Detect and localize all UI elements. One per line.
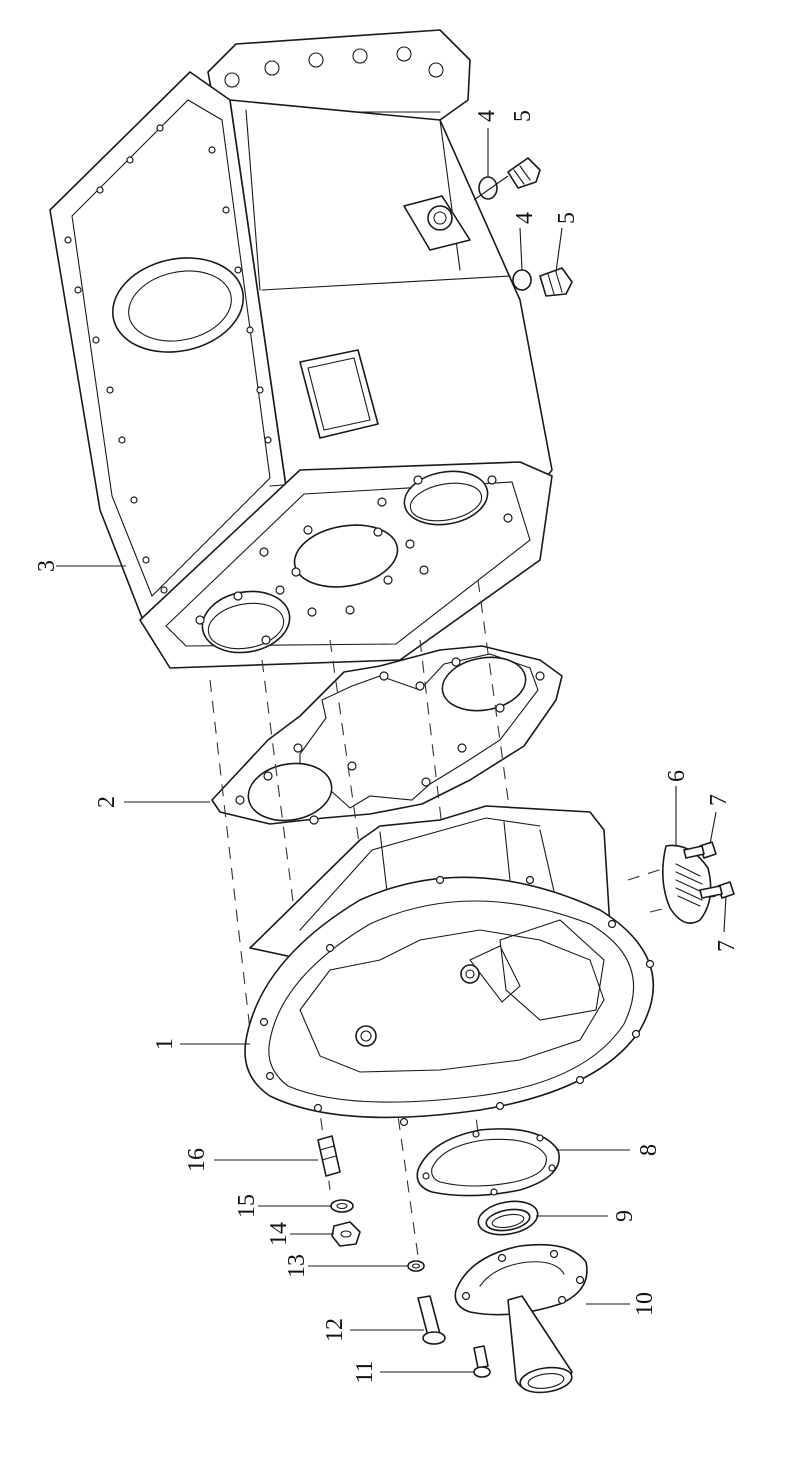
callout-5-lower: 5 [554, 212, 580, 224]
callout-10: 10 [632, 1292, 658, 1316]
o-ring-lower [512, 269, 532, 291]
plug-upper [507, 157, 541, 189]
callout-5-upper: 5 [510, 110, 536, 122]
callout-7-upper: 7 [706, 794, 732, 806]
leader-lines [56, 128, 727, 1373]
callout-6: 6 [664, 770, 690, 782]
main-housing [49, 29, 553, 669]
cover-bolt-lower [699, 881, 735, 899]
output-flange [454, 1243, 588, 1394]
washer-small [407, 1260, 425, 1272]
callout-2: 2 [94, 796, 120, 808]
callout-8: 8 [636, 1144, 662, 1156]
front-housing [244, 805, 655, 1127]
callout-7-lower: 7 [714, 940, 740, 952]
plug-lower [539, 267, 573, 297]
bolt-small [473, 1345, 491, 1378]
o-ring-upper [478, 176, 498, 200]
callout-1: 1 [152, 1038, 178, 1050]
callout-4-upper: 4 [474, 110, 500, 122]
stud-pin [317, 1135, 341, 1177]
callout-4-lower: 4 [512, 212, 538, 224]
callout-13: 13 [284, 1254, 310, 1278]
cover-gasket [416, 1128, 560, 1197]
bolt-long [417, 1295, 446, 1345]
cover-bolt-upper [683, 841, 717, 859]
callout-12: 12 [322, 1318, 348, 1342]
callout-3: 3 [34, 560, 60, 572]
callout-16: 16 [184, 1148, 210, 1172]
callout-labels: 3 2 1 4 5 4 5 6 7 7 8 9 10 11 12 13 14 1… [34, 110, 740, 1384]
gasket [211, 645, 563, 825]
callout-15: 15 [234, 1194, 260, 1218]
callout-11: 11 [352, 1360, 378, 1383]
lock-nut [331, 1221, 361, 1247]
washer [330, 1199, 354, 1213]
callout-14: 14 [266, 1222, 292, 1246]
oil-seal [477, 1200, 539, 1236]
callout-9: 9 [612, 1210, 638, 1222]
